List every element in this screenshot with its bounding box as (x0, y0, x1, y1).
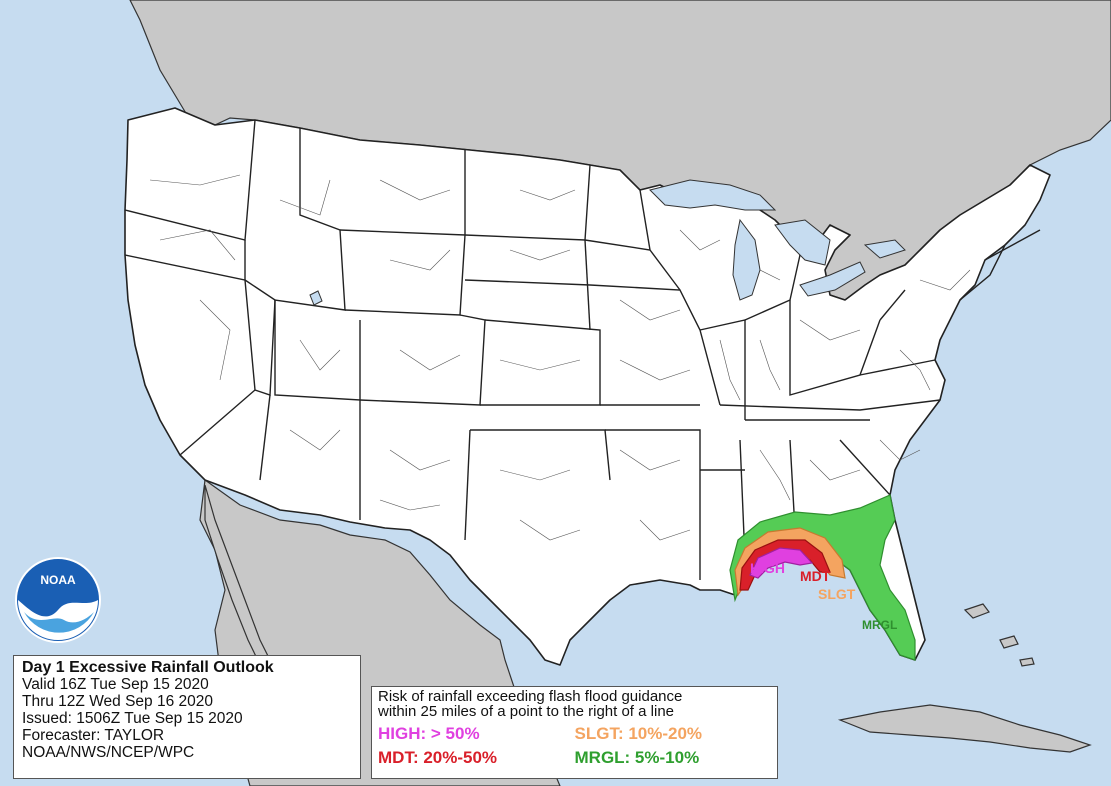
legend-mdt: MDT: 20%-50% (378, 748, 498, 767)
outlook-title: Day 1 Excessive Rainfall Outlook (22, 659, 274, 676)
high-risk-area (749, 547, 814, 579)
thru-time: Thru 12Z Wed Sep 16 2020 (22, 693, 214, 710)
noaa-logo-text: NOAA (40, 573, 76, 587)
mdt-risk-label: MDT (800, 568, 831, 584)
issued-time: Issued: 1506Z Tue Sep 15 2020 (22, 710, 243, 727)
risk-legend: Risk of rainfall exceeding flash flood g… (371, 686, 778, 779)
noaa-logo-icon: NOAA (15, 557, 101, 643)
legend-mrgl: MRGL: 5%-10% (574, 748, 700, 767)
legend-high: HIGH: > 50% (378, 724, 480, 743)
high-risk-label: HIGH (750, 560, 785, 576)
great-lakes (309, 179, 906, 306)
mrgl-risk-label: MRGL (862, 618, 898, 632)
forecaster: Forecaster: TAYLOR (22, 727, 165, 744)
county-lines (149, 174, 971, 541)
slgt-risk-label: SLGT (818, 586, 856, 602)
legend-description-line1: Risk of rainfall exceeding flash flood g… (378, 688, 683, 705)
bahamas (963, 603, 1035, 667)
valid-time: Valid 16Z Tue Sep 15 2020 (22, 676, 209, 693)
cuba (837, 704, 1092, 753)
legend-slgt: SLGT: 10%-20% (574, 724, 703, 743)
outlook-info-box: Day 1 Excessive Rainfall Outlook Valid 1… (13, 655, 361, 779)
agency: NOAA/NWS/NCEP/WPC (22, 744, 195, 761)
legend-description-line2: within 25 miles of a point to the right … (378, 703, 675, 720)
